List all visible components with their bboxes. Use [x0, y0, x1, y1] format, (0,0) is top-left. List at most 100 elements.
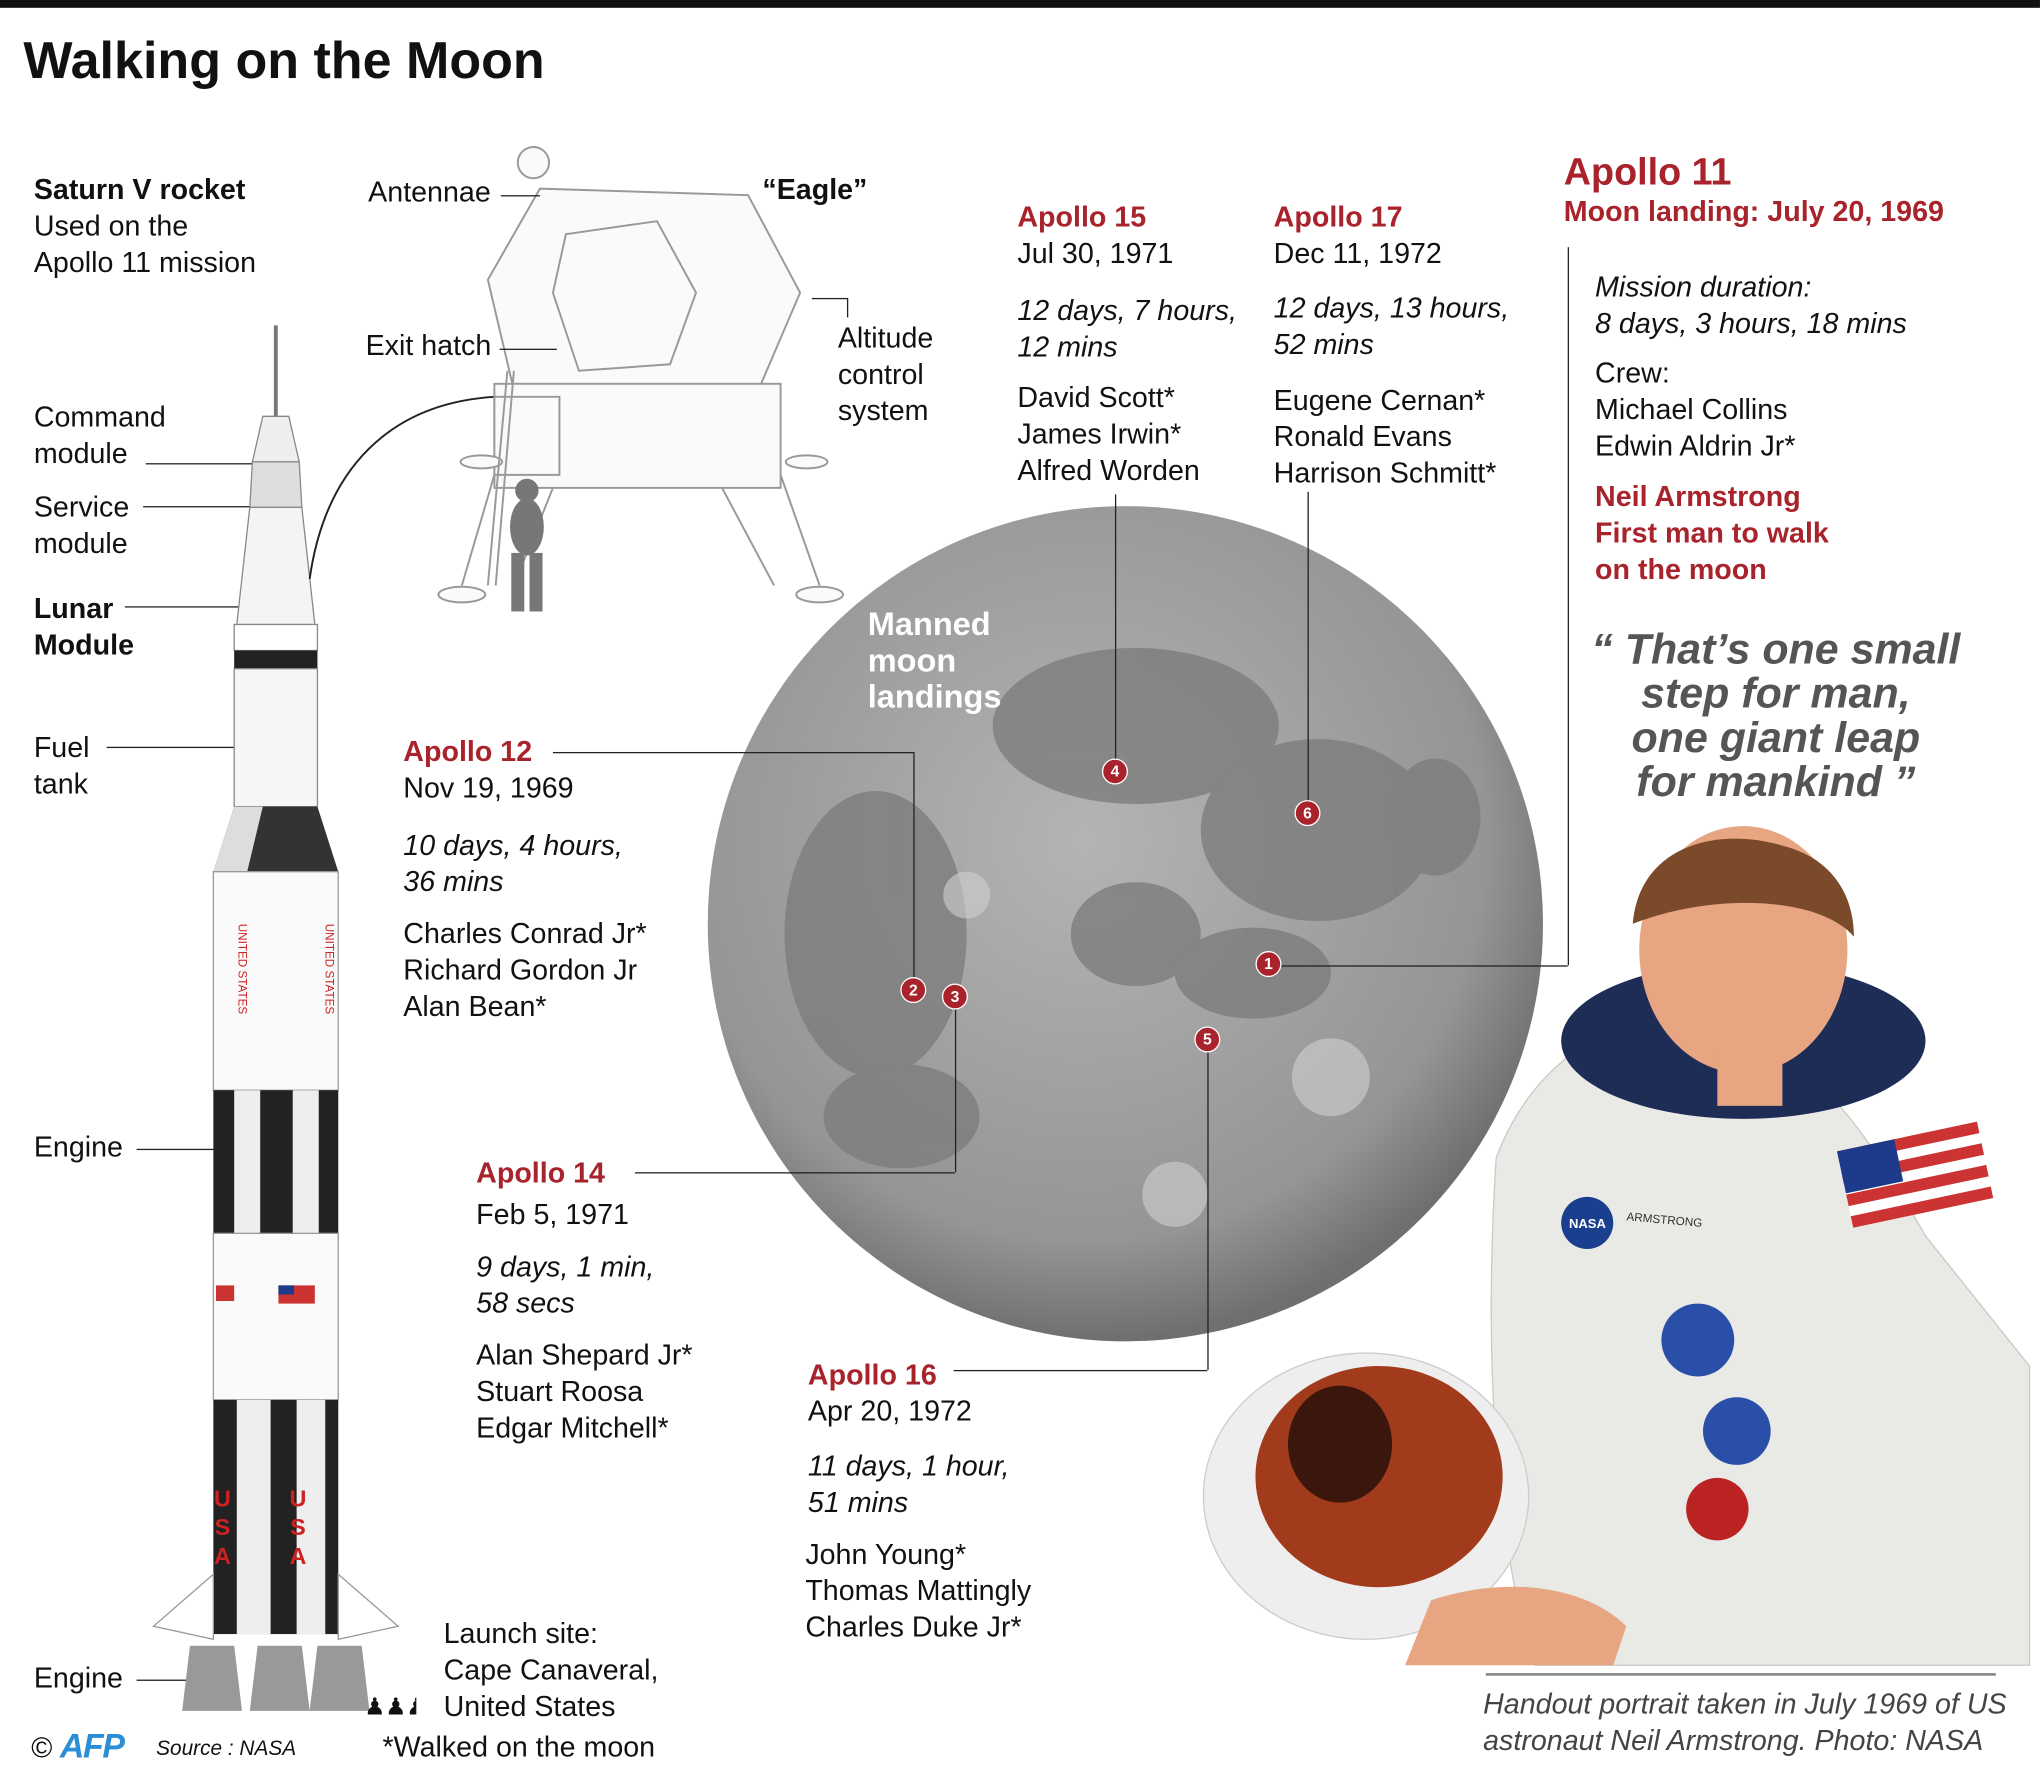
leader-line: [143, 506, 253, 508]
rocket-marking-united-states: UNITED STATES UNITED STATES: [235, 924, 336, 1015]
united-states-marking: UNITED STATES: [323, 924, 336, 1015]
crew-member: Thomas Mattingly: [805, 1574, 1032, 1607]
crew-member: James Irwin*: [1017, 417, 1182, 451]
moon-illustration: [707, 506, 1543, 1342]
mission-duration: 58 secs: [476, 1286, 575, 1320]
label-service-module-1: Service: [33, 490, 130, 524]
armstrong-portrait-photo: NASA ARMSTRONG: [1202, 826, 2031, 1666]
svg-text:♟♟♟: ♟♟♟: [364, 1694, 416, 1720]
connector-apollo-16: [1207, 1039, 1209, 1370]
launch-site-1: Launch site:: [443, 1617, 598, 1650]
mission-date-apollo-11: Moon landing: July 20, 1969: [1563, 195, 1944, 228]
caption-rule: [1485, 1673, 1996, 1676]
mission-duration: 10 days, 4 hours,: [403, 828, 623, 862]
mission-date: Feb 5, 1971: [476, 1198, 629, 1231]
photo-caption-2: astronaut Neil Armstrong. Photo: NASA: [1483, 1723, 1984, 1757]
crew-member: Alan Bean*: [403, 990, 547, 1023]
united-states-marking: UNITED STATES: [235, 924, 248, 1015]
leader-line: [846, 297, 849, 318]
crew-label: Crew:: [1595, 356, 1670, 389]
connector-apollo-14: [954, 996, 957, 1173]
label-lunar-module-1: Lunar: [33, 591, 114, 625]
nasa-patch: NASA: [1569, 1216, 1606, 1231]
top-rule: [0, 0, 2040, 8]
landing-marker-3: 3: [941, 983, 968, 1010]
rocket-subtitle-1: Used on the: [33, 209, 189, 242]
label-command-module-1: Command: [33, 400, 166, 434]
quote-line: step for man,: [1641, 668, 1911, 717]
mission-duration-label: Mission duration:: [1595, 270, 1812, 304]
leader-line: [124, 606, 240, 608]
connector-apollo-17: [1307, 491, 1309, 814]
landing-marker-5: 5: [1194, 1026, 1221, 1053]
mission-date: Apr 20, 1972: [807, 1394, 972, 1428]
copyright-symbol: ©: [31, 1731, 53, 1765]
crew-member: Michael Collins: [1595, 392, 1788, 426]
crew-member: Edgar Mitchell*: [476, 1411, 669, 1445]
connector-apollo-15: [1114, 494, 1117, 772]
footnote: *Walked on the moon: [382, 1730, 656, 1763]
rocket-marking-usa-right: USA: [284, 1485, 311, 1572]
label-command-module-2: module: [33, 437, 128, 470]
mission-duration: 36 mins: [403, 865, 504, 898]
launch-site-2: Cape Canaveral,: [443, 1653, 659, 1687]
leader-line: [145, 463, 271, 465]
label-fuel-tank-1: Fuel: [33, 731, 90, 764]
label-engine-2: Engine: [33, 1661, 123, 1694]
connector-apollo-16: [953, 1369, 1208, 1372]
mission-duration: 12 mins: [1017, 330, 1118, 363]
mission-duration: 12 days, 13 hours,: [1273, 291, 1510, 324]
connector-apollo-14: [634, 1172, 955, 1174]
moon-label-2: moon: [867, 642, 957, 680]
leader-line: [106, 746, 235, 749]
crew-member: Edwin Aldrin Jr*: [1595, 429, 1796, 462]
label-altitude-control-3: system: [837, 394, 929, 427]
crew-member: David Scott*: [1017, 381, 1175, 414]
moon-label-3: landings: [867, 679, 1002, 716]
label-service-module-2: module: [33, 526, 128, 560]
page-title: Walking on the Moon: [23, 32, 545, 90]
rocket-marking-usa-left: USA: [209, 1485, 236, 1572]
mission-duration: 52 mins: [1273, 327, 1374, 361]
landing-marker-2: 2: [900, 977, 927, 1004]
connector-apollo-12: [552, 751, 914, 754]
label-lunar-module-2: Module: [33, 628, 135, 661]
afp-logo: AFP: [59, 1726, 125, 1766]
crew-member: Stuart Roosa: [476, 1375, 644, 1408]
crew-member: Eugene Cernan*: [1273, 383, 1486, 417]
mission-date: Dec 11, 1972: [1273, 236, 1442, 270]
lunar-module-eagle-illustration: [437, 146, 845, 612]
mission-duration: 11 days, 1 hour,: [807, 1449, 1010, 1482]
leader-line: [499, 348, 557, 350]
armstrong-highlight: First man to walk: [1595, 516, 1829, 550]
lunar-module-name: “Eagle”: [762, 173, 868, 206]
crew-member: Richard Gordon Jr: [403, 953, 638, 987]
mission-name-apollo-16: Apollo 16: [807, 1358, 937, 1391]
armstrong-quote: “ That’s one small step for man, one gia…: [1561, 624, 1990, 804]
landing-marker-1: 1: [1255, 951, 1282, 978]
armstrong-highlight: on the moon: [1595, 552, 1767, 586]
connector-curve: [308, 395, 495, 580]
mission-date: Nov 19, 1969: [403, 771, 574, 805]
mission-duration: 12 days, 7 hours,: [1017, 294, 1237, 327]
label-exit-hatch: Exit hatch: [365, 329, 492, 362]
leader-line: [811, 297, 847, 300]
launch-site-3: United States: [443, 1689, 616, 1723]
rocket-heading: Saturn V rocket: [33, 173, 246, 206]
crew-member: Charles Duke Jr*: [805, 1610, 1022, 1644]
quote-line: “ That’s one small: [1591, 624, 1961, 673]
crew-member: Alfred Worden: [1017, 454, 1200, 487]
connector-apollo-11: [1567, 247, 1570, 966]
mission-duration: 8 days, 3 hours, 18 mins: [1595, 307, 1907, 340]
label-altitude-control-1: Altitude: [837, 321, 934, 354]
label-fuel-tank-2: tank: [33, 767, 88, 801]
name-tag: ARMSTRONG: [1626, 1210, 1703, 1230]
mission-duration: 51 mins: [807, 1485, 909, 1519]
photo-caption-1: Handout portrait taken in July 1969 of U…: [1483, 1687, 2007, 1720]
quote-line: one giant leap: [1631, 712, 1921, 762]
moon-label-1: Manned: [867, 606, 991, 643]
landing-marker-4: 4: [1101, 758, 1128, 785]
label-antennae: Antennae: [368, 175, 491, 209]
mission-name-apollo-12: Apollo 12: [403, 735, 533, 768]
